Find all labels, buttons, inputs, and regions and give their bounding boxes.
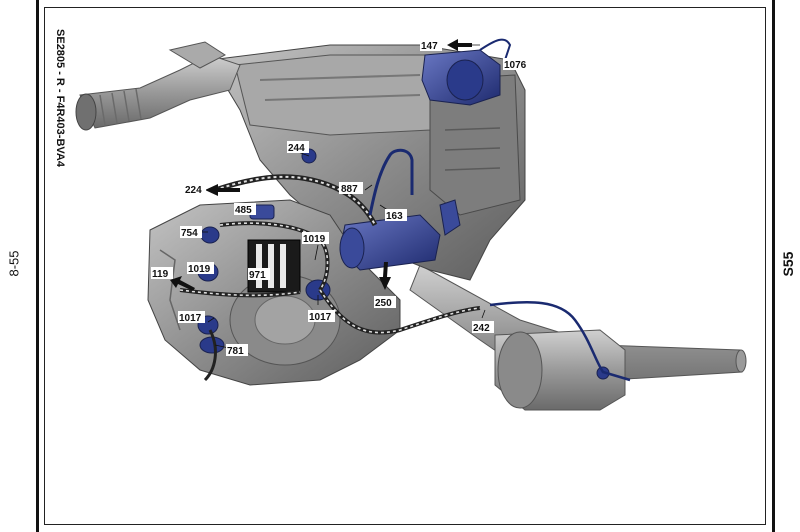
callout-485: 485 xyxy=(235,205,252,216)
callout-224: 224 xyxy=(185,185,202,196)
callout-1076: 1076 xyxy=(504,60,527,71)
throttle-body-component xyxy=(421,49,501,106)
callout-1017-left: 1017 xyxy=(179,313,202,324)
arrow-119 xyxy=(170,276,195,291)
callout-244: 244 xyxy=(288,143,305,154)
callout-754: 754 xyxy=(181,228,198,239)
callout-971: 971 xyxy=(249,270,266,281)
diagram-reference: SE2805 - R - F4R403-BVA4 xyxy=(54,29,66,167)
right-margin-rule xyxy=(772,0,775,532)
left-margin-rule xyxy=(36,0,39,532)
callout-887: 887 xyxy=(341,184,358,195)
callout-labels: 147 1076 244 224 887 163 485 754 1019 10… xyxy=(151,39,530,357)
callout-119: 119 xyxy=(152,269,169,280)
callout-163: 163 xyxy=(386,211,403,222)
ecu-module xyxy=(247,239,301,293)
callout-1017-center: 1017 xyxy=(309,312,332,323)
callout-1019-lower: 1019 xyxy=(188,264,211,275)
callout-1019-upper: 1019 xyxy=(303,234,326,245)
callout-147: 147 xyxy=(421,41,438,52)
callout-242: 242 xyxy=(473,323,490,334)
air-intake-duct xyxy=(75,41,241,131)
starter-motor xyxy=(339,199,461,271)
arrow-250 xyxy=(379,262,391,290)
arrow-224 xyxy=(205,184,240,196)
callout-250: 250 xyxy=(375,298,392,309)
wiring-harness xyxy=(179,38,631,382)
callout-781: 781 xyxy=(227,346,244,357)
diagram-frame xyxy=(44,7,766,525)
